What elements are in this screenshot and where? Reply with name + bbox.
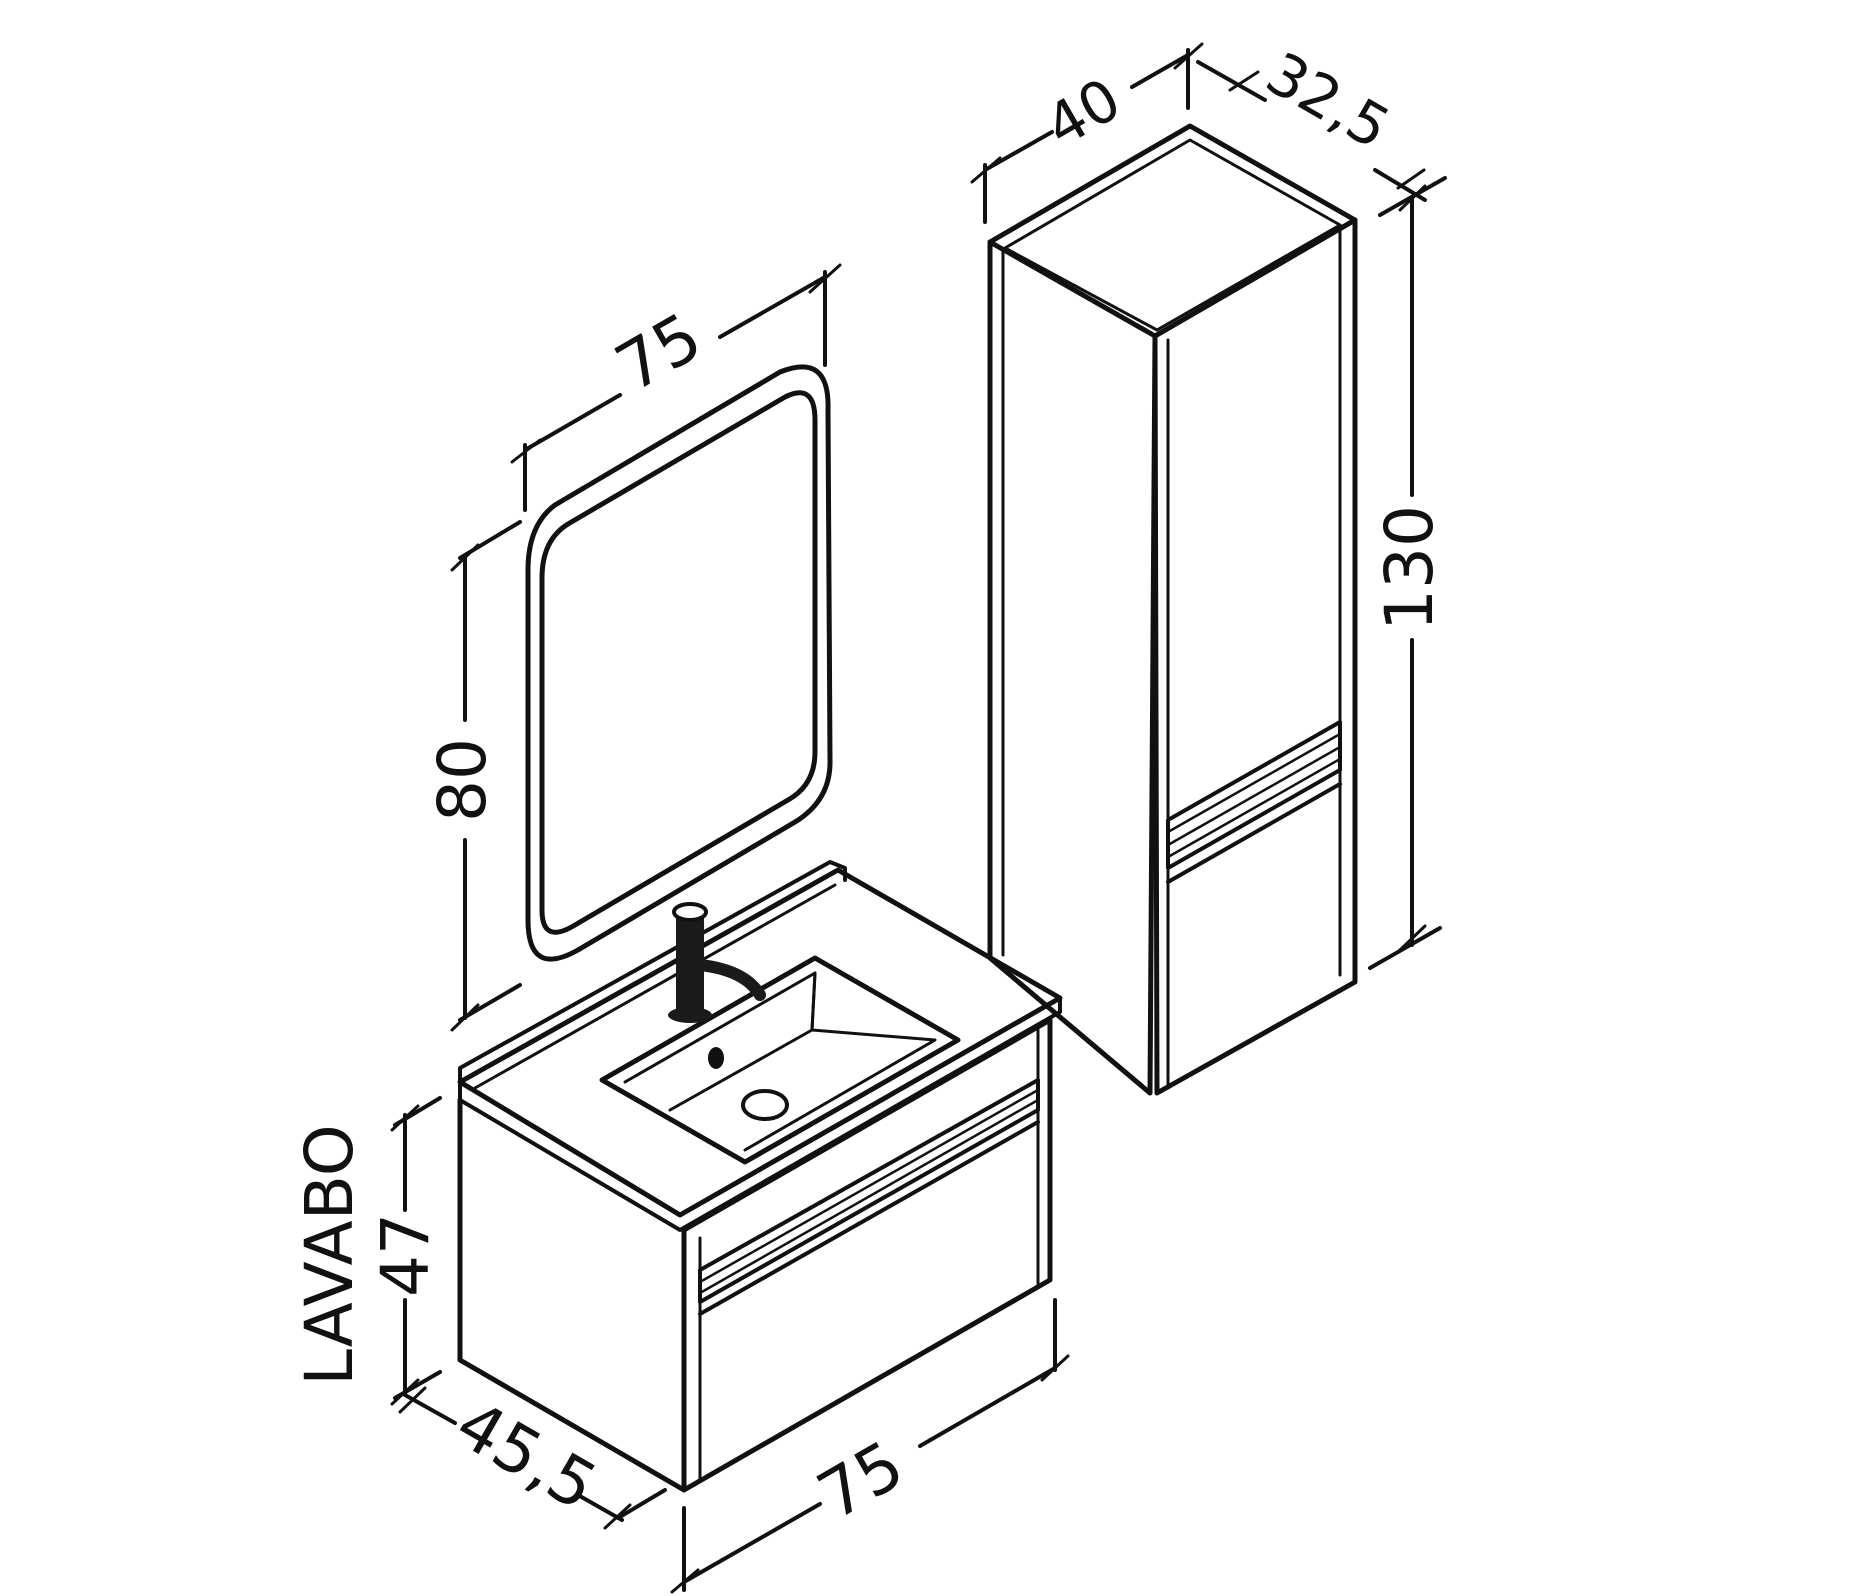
cabinet-depth-extension-top: [1196, 60, 1267, 102]
vanity: [457, 860, 1063, 1493]
vanity-depth-tick-right: [603, 1503, 632, 1530]
tall-cabinet-top: [987, 123, 1358, 339]
cabinet-height-extension-bottom: [1368, 926, 1442, 970]
mirror-outer-frame: [525, 364, 833, 962]
tall-cabinet-groove-line-3: [1166, 757, 1342, 859]
sink-basin-rim: [599, 955, 961, 1165]
sink-basin-floor-line: [668, 1028, 814, 1112]
vanity-height-dimension: LAVABO 47: [291, 1096, 444, 1406]
vanity-width-line-left: [682, 1502, 822, 1584]
cabinet-height-label: 130: [1371, 505, 1448, 631]
vanity-countertop-edge: [458, 996, 1062, 1232]
tall-cabinet-top-inner: [1003, 138, 1342, 332]
faucet-top: [672, 902, 708, 922]
mirror-width-tick-right: [808, 263, 842, 294]
tall-cabinet-width-dimension: 40: [970, 42, 1204, 224]
mirror-inner-frame: [539, 390, 818, 935]
vanity-depth-tick-left: [398, 1386, 427, 1414]
cabinet-depth-tick-bottom: [1396, 168, 1426, 190]
vanity-height-tick-bottom: [390, 1378, 420, 1406]
tall-cabinet-lower-door-top: [1166, 782, 1342, 884]
vanity-cabinet-front: [681, 1017, 1053, 1493]
tall-cabinet-depth-dimension: 32,5: [1196, 39, 1427, 202]
sink-drain: [741, 1089, 789, 1121]
faucet: [668, 902, 766, 1023]
vanity-height-label: 47: [367, 1213, 444, 1297]
vanity-depth-line-right: [576, 1493, 624, 1522]
sink-overflow-hole: [708, 1047, 724, 1069]
mirror-width-dimension: 75: [510, 263, 842, 512]
vanity-drawer-top: [698, 1120, 1040, 1316]
vanity-groove-line-1: [698, 1088, 1040, 1284]
vanity-backsplash: [458, 860, 847, 1084]
tall-cabinet-front: [1152, 217, 1358, 1096]
mirror-width-tick-left: [510, 438, 542, 464]
vanity-groove-line-2: [698, 1098, 1040, 1295]
tall-cabinet-groove-line-2: [1166, 745, 1342, 847]
vanity-width-tick-left: [670, 1568, 700, 1594]
sink-basin-back-corner: [810, 971, 817, 1032]
cabinet-height-tick-bottom: [1398, 924, 1427, 952]
mirror: [525, 364, 833, 962]
vanity-width-dimension: 75: [670, 1298, 1070, 1594]
vanity-height-tick-top: [390, 1104, 420, 1132]
tall-cabinet-drawer-groove: [1166, 720, 1342, 870]
tall-cabinet-groove-line-1: [1166, 732, 1342, 834]
cabinet-width-line-left: [983, 130, 1054, 172]
vanity-width-label: 75: [805, 1426, 916, 1535]
vanity-depth-extension-right: [616, 1488, 667, 1520]
cabinet-width-tick-left: [970, 156, 1002, 184]
vanity-backsplash-edge: [473, 883, 837, 1090]
tall-cabinet: [987, 123, 1358, 1096]
vanity-depth-label: 45,5: [443, 1385, 609, 1525]
vanity-caption: LAVABO: [291, 1124, 368, 1385]
mirror-height-label: 80: [424, 738, 501, 822]
cabinet-height-tick-top: [1398, 184, 1427, 212]
mirror-width-dimension-line-right: [718, 275, 827, 339]
faucet-body: [676, 912, 704, 1017]
vanity-width-line-right: [918, 1366, 1057, 1448]
vanity-countertop: [457, 867, 1063, 1218]
vanity-cabinet-left-side: [457, 1097, 687, 1493]
faucet-spout: [694, 959, 766, 1001]
mirror-width-label: 75: [603, 298, 714, 407]
cabinet-depth-tick-top: [1228, 70, 1260, 92]
cabinet-width-line-right: [1130, 53, 1190, 89]
vanity-width-tick-right: [1040, 1354, 1070, 1382]
tall-cabinet-left-side: [987, 239, 1158, 1096]
mirror-height-tick-bottom: [450, 1003, 480, 1032]
cabinet-width-label: 40: [1034, 65, 1132, 161]
cabinet-width-tick-right: [1173, 42, 1204, 70]
mirror-height-tick-top: [450, 543, 480, 572]
vanity-drawer-groove: [698, 1078, 1040, 1304]
tall-cabinet-height-dimension: 130: [1368, 176, 1448, 970]
faucet-base: [668, 1007, 712, 1023]
mirror-height-dimension: 80: [424, 520, 522, 1032]
cabinet-depth-label: 32,5: [1255, 39, 1401, 162]
